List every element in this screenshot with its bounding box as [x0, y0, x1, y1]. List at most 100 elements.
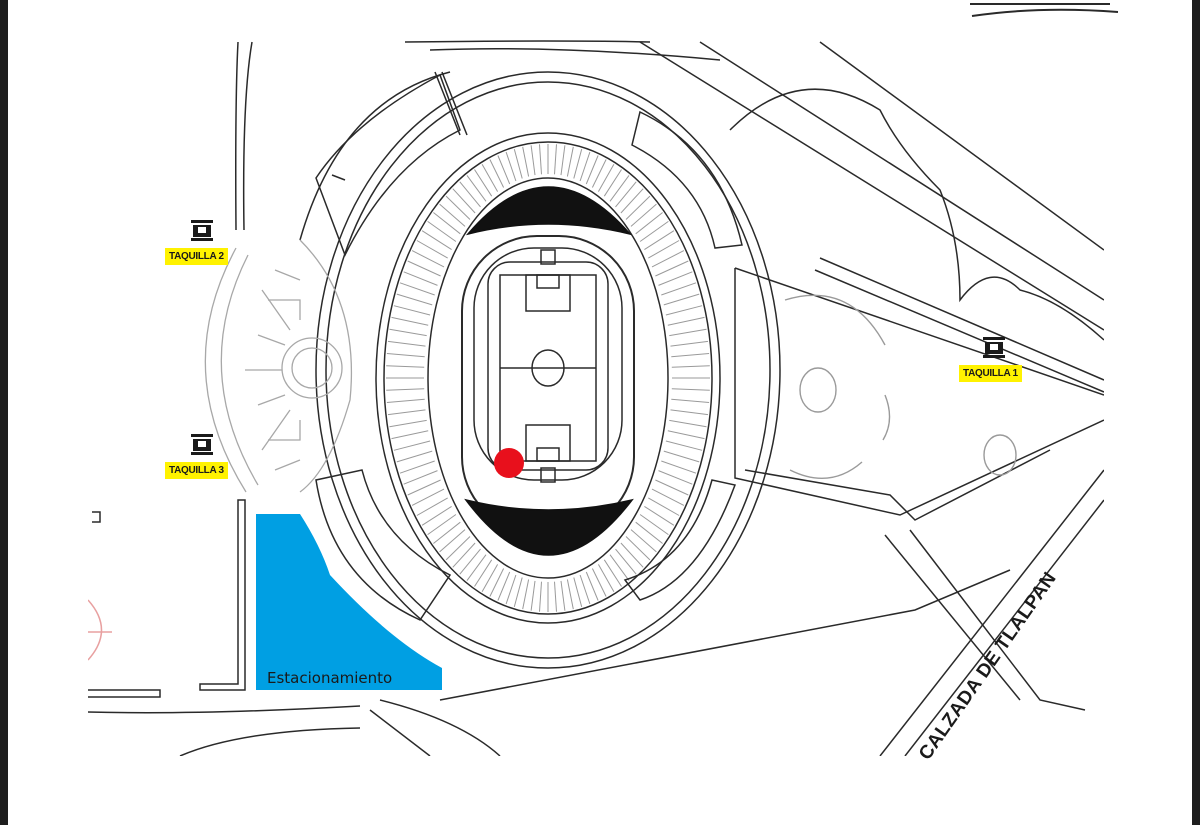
seat-row-line	[597, 163, 615, 192]
seat-row-line	[663, 293, 700, 306]
seat-row-line	[445, 536, 471, 561]
seat-row-line	[389, 419, 427, 428]
seat-row-line	[393, 305, 431, 316]
seat-row-line	[620, 188, 644, 214]
seat-row-line	[573, 577, 583, 608]
seat-row-line	[466, 175, 487, 202]
seat-row-line	[620, 542, 644, 568]
seat-row-line	[403, 271, 438, 286]
seat-row-line	[639, 220, 669, 242]
seat-row-line	[416, 497, 448, 516]
seat-row-line	[421, 505, 452, 526]
seat-row-line	[655, 260, 689, 277]
seat-row-line	[396, 293, 433, 306]
seat-row-line	[651, 250, 685, 268]
seat-row-line	[387, 409, 426, 416]
seat-row-line	[603, 169, 622, 197]
seat-row-line	[489, 568, 505, 597]
seat-row-line	[433, 212, 461, 235]
seat-row-line	[513, 577, 523, 608]
seat-row-line	[669, 419, 707, 428]
seat-row-line	[648, 240, 680, 259]
seat-row-line	[474, 169, 493, 197]
seat-row-line	[497, 571, 511, 601]
seat-row-line	[386, 398, 425, 403]
ticket-booth-icon	[191, 220, 213, 241]
seat-row-line	[635, 212, 663, 235]
south-stand	[464, 498, 634, 556]
ticket-label-taquilla-2[interactable]: TAQUILLA 2	[165, 248, 228, 265]
seat-row-line	[661, 460, 697, 474]
window-frame-right	[1192, 0, 1200, 825]
seat-row-line	[474, 559, 493, 587]
seat-row-line	[665, 305, 703, 316]
outer-ring	[315, 71, 781, 669]
seat-row-line	[427, 220, 457, 242]
parking-label: Estacionamiento	[267, 669, 393, 687]
seat-row-line	[439, 529, 466, 553]
seat-row-line	[386, 353, 425, 358]
seat-row-line	[522, 146, 530, 177]
seat-row-line	[505, 574, 517, 605]
seat-row-line	[579, 151, 591, 182]
seat-row-line	[591, 159, 607, 188]
seat-row-line	[539, 581, 542, 612]
seat-row-line	[671, 388, 710, 391]
seat-row-line	[387, 340, 426, 347]
seat-row-line	[459, 548, 481, 575]
seat-row-line	[389, 328, 427, 337]
seat-row-line	[530, 580, 536, 611]
window-frame-left	[0, 0, 8, 825]
upper-tier	[375, 132, 721, 624]
seat-row-line	[658, 470, 693, 485]
seat-row-line	[505, 151, 517, 182]
west-plaza	[204, 239, 353, 493]
seat-row-line	[625, 536, 651, 561]
seat-row-line	[481, 163, 499, 192]
ticket-booth-icon	[983, 337, 1005, 358]
ticket-label-taquilla-3[interactable]: TAQUILLA 3	[165, 462, 228, 479]
seat-row-line	[459, 181, 481, 208]
seat-row-line	[407, 260, 441, 277]
seat-row-line	[644, 230, 675, 251]
corner-swoosh-logo	[970, 3, 1119, 17]
seat-row-line	[513, 148, 523, 179]
parking-area	[256, 514, 442, 690]
seat-row-line	[386, 388, 425, 391]
seat-row-line	[609, 175, 630, 202]
seat-row-line	[591, 568, 607, 597]
seat-row-line	[391, 430, 429, 440]
seat-row-line	[497, 155, 511, 185]
seat-row-line	[386, 365, 425, 368]
seat-row-line	[411, 488, 445, 506]
seat-row-line	[427, 514, 457, 536]
seat-row-line	[391, 316, 429, 326]
location-marker-icon	[494, 448, 524, 478]
seat-row-line	[439, 203, 466, 227]
seat-row-line	[522, 579, 530, 610]
seat-row-line	[566, 146, 574, 177]
seat-row-line	[489, 159, 505, 188]
seat-row-line	[573, 148, 583, 179]
seat-row-line	[670, 409, 709, 416]
seat-row-line	[651, 488, 685, 506]
seat-row-line	[655, 479, 689, 496]
seat-row-line	[566, 579, 574, 610]
seat-row-line	[663, 450, 700, 463]
seat-row-line	[560, 580, 566, 611]
seat-row-line	[671, 365, 710, 368]
ticket-label-taquilla-1[interactable]: TAQUILLA 1	[959, 365, 1022, 382]
seat-row-line	[393, 440, 431, 451]
seat-row-line	[481, 564, 499, 593]
seat-row-line	[644, 505, 675, 526]
seat-row-line	[630, 203, 657, 227]
seat-row-line	[665, 440, 703, 451]
seat-row-line	[396, 450, 433, 463]
seat-row-line	[554, 144, 557, 175]
seat-row-line	[639, 514, 669, 536]
seat-row-line	[661, 282, 697, 296]
ticket-booth-icon	[191, 434, 213, 455]
seat-row-line	[433, 521, 461, 544]
seat-row-line	[421, 230, 452, 251]
seat-row-line	[452, 542, 476, 568]
